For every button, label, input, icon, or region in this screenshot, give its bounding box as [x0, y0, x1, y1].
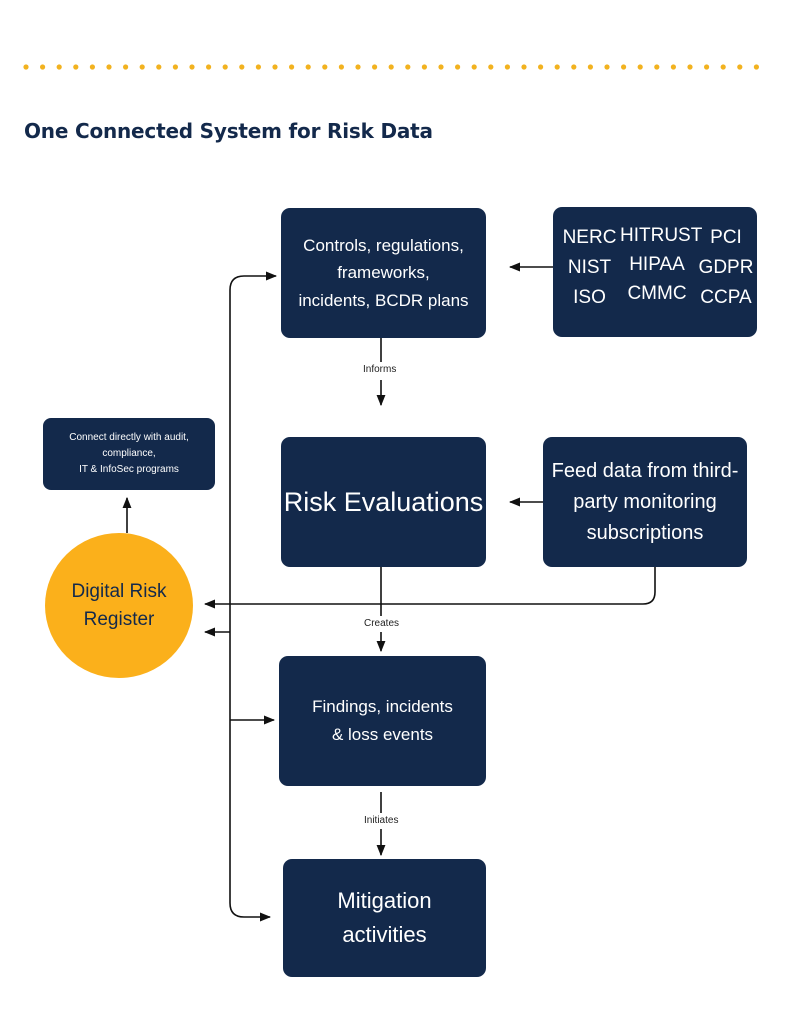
findings-line: Findings, incidents — [312, 696, 453, 716]
divider-dot — [637, 64, 643, 70]
divider-dot — [587, 64, 594, 70]
standard-item: HIPAA — [629, 254, 685, 275]
divider-dot — [106, 64, 112, 70]
controls-line: frameworks, — [337, 263, 430, 283]
standard-item: CMMC — [627, 283, 687, 304]
findings-line: & loss events — [331, 725, 434, 744]
divider-dot — [338, 64, 344, 70]
standards-box: NERC NIST ISO HITRUST HIPAA CMMC PCI GDP… — [553, 207, 757, 337]
controls-line: incidents, BCDR plans — [298, 290, 469, 310]
divider-dot — [687, 64, 693, 70]
digital-risk-register-circle: Digital Risk Register — [45, 533, 193, 678]
divider-dot — [56, 64, 62, 70]
divider-dot — [488, 64, 494, 70]
edge-label-initiates: Initiates — [362, 815, 401, 826]
divider-dot — [355, 64, 361, 70]
divider-dot — [421, 64, 427, 70]
third-party-feed-box: Feed data from third- party monitoring s… — [543, 437, 747, 567]
page-title: One Connected System for Risk Data — [24, 119, 433, 143]
divider-dot — [538, 64, 544, 70]
connector-thirdparty-to-register — [203, 567, 656, 609]
divider-dot — [604, 64, 610, 70]
divider-dot — [438, 64, 444, 70]
connect-programs-box: Connect directly with audit, compliance,… — [43, 418, 215, 490]
divider-dot — [73, 64, 79, 70]
standard-item: NIST — [567, 257, 612, 278]
connector-trunk-to-mitigation — [229, 632, 272, 922]
divider-dot — [156, 64, 162, 70]
divider-dot — [222, 64, 228, 70]
divider-dot — [753, 64, 760, 70]
mitigation-line: activities — [342, 922, 427, 947]
divider-dot — [504, 64, 510, 70]
standard-item: GDPR — [698, 257, 754, 278]
connect-line: IT & InfoSec programs — [79, 464, 179, 475]
divider-dot — [388, 64, 394, 70]
divider-dot — [737, 64, 743, 70]
divider-dot — [720, 64, 726, 70]
divider-dot — [704, 64, 710, 70]
edge-label-creates: Creates — [362, 618, 402, 629]
third-party-line: Feed data from third- — [551, 459, 739, 482]
divider-dot — [554, 64, 560, 70]
divider-dot — [571, 64, 577, 70]
mitigation-line: Mitigation — [337, 887, 432, 913]
divider-dot — [239, 64, 245, 70]
standards-column: HITRUST HIPAA CMMC — [620, 221, 703, 308]
divider-dot — [372, 64, 378, 70]
divider-dot — [139, 64, 145, 70]
divider-dot — [255, 64, 261, 70]
risk-evaluations-label: Risk Evaluations — [283, 486, 484, 517]
findings-box: Findings, incidents & loss events — [279, 656, 486, 786]
standard-item: CCPA — [700, 287, 752, 308]
standard-item: PCI — [710, 227, 742, 248]
divider-dot — [40, 64, 46, 70]
standards-column: PCI GDPR CCPA — [697, 223, 755, 313]
divider-dot — [322, 64, 328, 70]
register-line: Register — [83, 608, 155, 630]
divider-dot — [521, 64, 527, 70]
divider-dot — [654, 64, 660, 70]
divider-dot — [123, 64, 129, 70]
divider-dot — [289, 64, 295, 70]
divider-dot — [89, 64, 95, 70]
controls-box: Controls, regulations, frameworks, incid… — [281, 208, 486, 338]
standard-item: HITRUST — [620, 225, 703, 246]
divider-dot — [455, 64, 461, 70]
divider-dot — [206, 64, 212, 70]
dotted-divider — [23, 64, 760, 70]
divider-dot — [670, 64, 677, 70]
controls-line: Controls, regulations, — [303, 236, 464, 256]
standards-column: NERC NIST ISO — [561, 223, 618, 313]
risk-evaluations-box: Risk Evaluations — [281, 437, 486, 567]
divider-dot — [23, 64, 29, 70]
standard-item: ISO — [573, 287, 606, 308]
standard-item: NERC — [562, 227, 617, 248]
register-line: Digital Risk — [71, 580, 167, 602]
divider-dot — [305, 64, 311, 70]
divider-dot — [621, 64, 627, 70]
divider-dot — [471, 64, 477, 70]
mitigation-box: Mitigation activities — [283, 859, 486, 977]
divider-dot — [272, 64, 278, 70]
third-party-line: subscriptions — [586, 521, 704, 544]
divider-dot — [172, 64, 178, 70]
third-party-line: party monitoring — [573, 490, 717, 513]
connector-trunk-to-controls — [229, 271, 278, 632]
connect-line: Connect directly with audit, compliance, — [69, 432, 189, 459]
divider-dot — [189, 64, 195, 70]
edge-label-informs: Informs — [361, 364, 399, 375]
divider-dot — [405, 64, 411, 70]
